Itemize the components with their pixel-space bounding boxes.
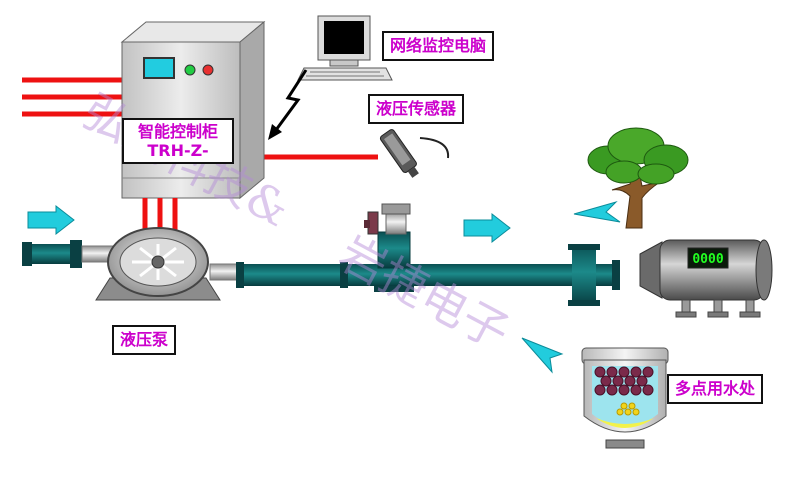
network-computer-icon — [297, 15, 393, 81]
flow-arrow-tank — [521, 337, 564, 374]
cabinet-label-line1: 智能控制柜 — [137, 122, 218, 141]
lightning-signal-icon — [268, 69, 308, 140]
flow-arrow-icon — [27, 204, 511, 244]
valve-icon — [364, 203, 414, 292]
flow-arrow-tree — [573, 200, 621, 223]
water-tank-icon — [581, 347, 669, 449]
sensor-label: 液压传感器 — [368, 94, 465, 124]
pipeline — [22, 240, 620, 306]
control-cabinet-icon — [120, 20, 266, 200]
water-point-label: 多点用水处 — [667, 374, 764, 404]
hydraulic-pump-icon — [95, 227, 221, 301]
cabinet-label: 智能控制柜 TRH-Z- — [122, 118, 234, 164]
computer-label: 网络监控电脑 — [382, 31, 495, 61]
pump-label: 液压泵 — [112, 325, 177, 355]
meter-display: 0000 — [692, 252, 723, 267]
pressure-sensor-icon — [379, 129, 450, 178]
cabinet-label-line2: TRH-Z- — [147, 141, 209, 160]
water-meter-icon — [639, 239, 773, 318]
input-signal-wires — [22, 77, 125, 117]
tree-icon — [587, 127, 689, 229]
